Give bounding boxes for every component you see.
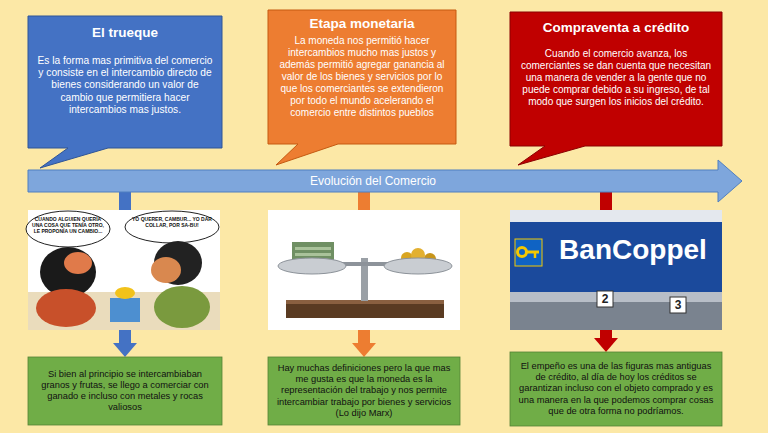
balance-scale-photo bbox=[268, 210, 460, 330]
node-content: Compraventa a créditoCuando el comercio … bbox=[510, 12, 722, 146]
bank-counter bbox=[510, 302, 722, 330]
picture-frame bbox=[28, 210, 220, 330]
speech-text: CUANDO ALGUIEN QUERÍA UNA COSA QUE TENÍA… bbox=[30, 216, 106, 234]
callout-title: Etapa monetaria bbox=[309, 16, 414, 32]
key-logo bbox=[526, 251, 539, 254]
box-shape bbox=[268, 357, 460, 425]
counter-plaque bbox=[670, 297, 686, 313]
picture-frame bbox=[268, 210, 460, 330]
callout-title: El trueque bbox=[92, 25, 158, 41]
callout-body: Cuando el comercio avanza, los comercian… bbox=[520, 48, 712, 108]
scale-pan bbox=[278, 258, 346, 274]
node-content: Si bien al principio se intercambiaban g… bbox=[28, 357, 222, 425]
speech-callout: Etapa monetaria La moneda nos permitió ha… bbox=[268, 10, 456, 144]
caveman-face bbox=[151, 257, 181, 283]
bank-photo bbox=[510, 210, 722, 330]
speech-bubble bbox=[26, 211, 110, 247]
callout-shape bbox=[510, 12, 722, 165]
callout-body: La moneda nos permitió hacer intercambio… bbox=[275, 35, 449, 119]
timeline-arrow: Evolución del Comercio bbox=[28, 170, 718, 192]
key-logo bbox=[518, 248, 527, 257]
fruit bbox=[115, 287, 135, 299]
speech-callout: El trueque Es la forma mas primitiva del … bbox=[28, 16, 222, 148]
node-content: Hay muchas definiciones pero la que mas … bbox=[268, 357, 460, 425]
box-shape bbox=[510, 352, 722, 426]
note-box: Si bien al principio se intercambiaban g… bbox=[28, 357, 222, 425]
banknote-edge bbox=[295, 247, 331, 250]
speech-bubble bbox=[125, 211, 219, 243]
note-box: Hay muchas definiciones pero la que mas … bbox=[268, 357, 460, 425]
barter-cartoon bbox=[26, 210, 220, 330]
bank-sign bbox=[510, 210, 722, 292]
node-content: Etapa monetaria La moneda nos permitió ha… bbox=[268, 10, 456, 144]
key-logo-box bbox=[515, 239, 542, 266]
caveman-body bbox=[36, 289, 96, 327]
callout-title: Compraventa a crédito bbox=[543, 20, 689, 36]
node-content: El trueque Es la forma mas primitiva del … bbox=[28, 16, 222, 148]
callout-shape bbox=[268, 10, 456, 165]
counter-number: 2 bbox=[597, 291, 613, 307]
banknotes bbox=[292, 242, 334, 260]
arrow-shape bbox=[28, 160, 742, 202]
scale-pan bbox=[384, 258, 452, 274]
callout-body: Es la forma mas primitiva del comercio y… bbox=[37, 55, 213, 116]
speech-callout: Compraventa a créditoCuando el comercio … bbox=[510, 12, 722, 146]
node-content: Evolución del Comercio bbox=[28, 170, 718, 192]
timeline-label: Evolución del Comercio bbox=[310, 174, 436, 188]
ceiling bbox=[510, 210, 722, 222]
callout-shape bbox=[28, 16, 222, 168]
note-box: El empeño es una de las figuras mas anti… bbox=[510, 352, 722, 426]
key-logo bbox=[534, 252, 537, 258]
caveman-face bbox=[64, 252, 92, 274]
bank-logo-text: BanCoppel bbox=[545, 234, 721, 266]
scale-base bbox=[286, 300, 444, 318]
stone-table bbox=[110, 298, 140, 322]
node-content: El empeño es una de las figuras mas anti… bbox=[510, 352, 722, 426]
note-text: Hay muchas definiciones pero la que mas … bbox=[274, 363, 454, 419]
box-shape bbox=[28, 357, 222, 425]
counter-number: 3 bbox=[670, 297, 686, 313]
caveman-body bbox=[154, 286, 210, 328]
picture-frame bbox=[510, 210, 722, 330]
speech-text: YO QUERER, CAMBUR... YO DAR COLLAR, POR … bbox=[127, 216, 217, 228]
note-text: Si bien al principio se intercambiaban g… bbox=[34, 369, 216, 414]
counter-plaque bbox=[597, 291, 613, 307]
note-text: El empeño es una de las figuras mas anti… bbox=[516, 361, 716, 417]
banknote-edge bbox=[295, 253, 331, 256]
